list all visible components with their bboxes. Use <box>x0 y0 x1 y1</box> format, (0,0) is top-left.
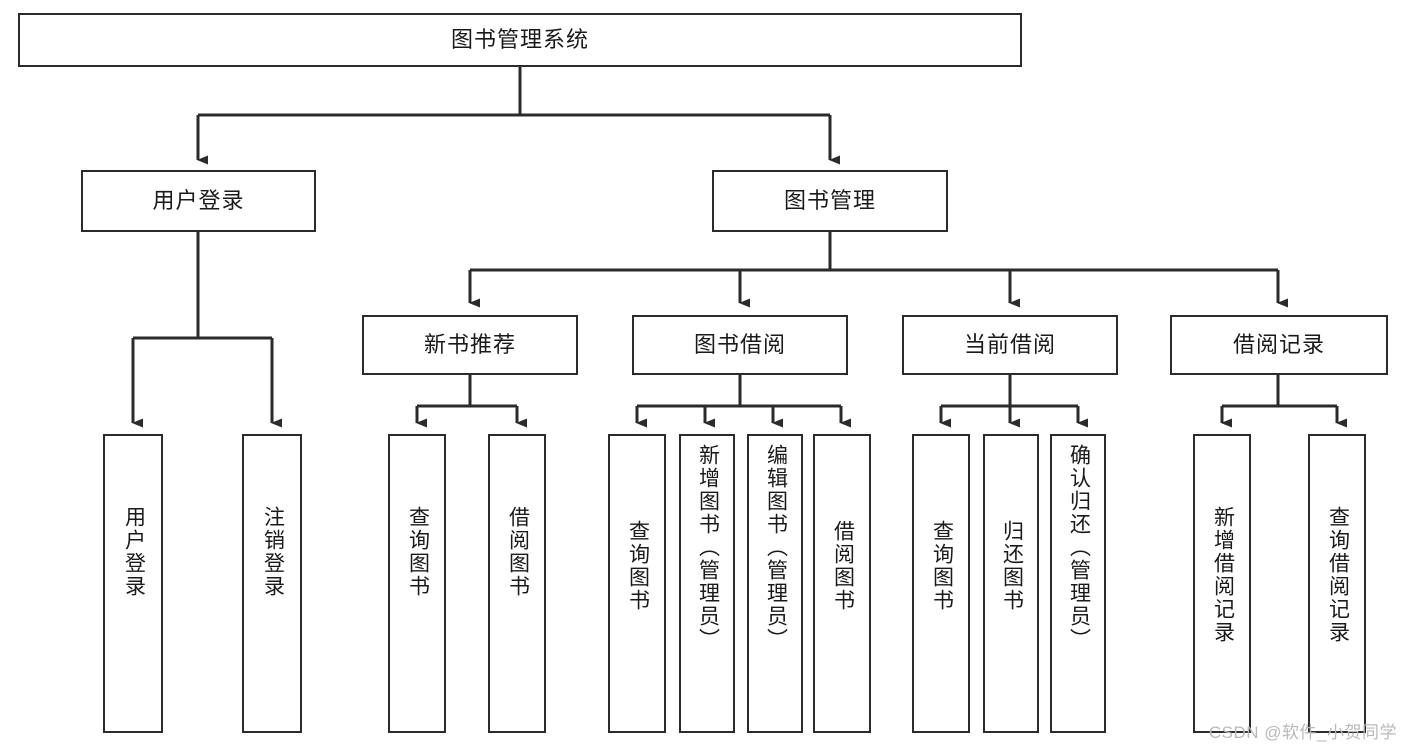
node-leaf-edit-book[interactable]: 编辑图书（管理员） <box>747 434 803 733</box>
node-root[interactable]: 图书管理系统 <box>18 13 1022 67</box>
node-leaf-add-book[interactable]: 新增图书（管理员） <box>679 434 735 733</box>
node-leaf-borrow-book-1-label: 借阅图书 <box>506 506 530 598</box>
node-leaf-query-record[interactable]: 查询借阅记录 <box>1308 434 1366 733</box>
node-leaf-logout-label: 注销登录 <box>261 506 285 598</box>
node-borrow-record[interactable]: 借阅记录 <box>1170 315 1388 375</box>
node-leaf-add-book-label: 新增图书（管理员） <box>696 444 720 651</box>
node-user-login-label: 用户登录 <box>152 187 245 213</box>
node-leaf-edit-book-label: 编辑图书（管理员） <box>764 444 788 651</box>
node-leaf-query-book-1-label: 查询图书 <box>406 506 430 598</box>
node-user-login[interactable]: 用户登录 <box>81 170 316 232</box>
node-leaf-query-book-3[interactable]: 查询图书 <box>912 434 970 733</box>
node-book-borrow[interactable]: 图书借阅 <box>632 315 848 375</box>
node-new-book-recommend-label: 新书推荐 <box>423 331 516 357</box>
node-leaf-borrow-book-2[interactable]: 借阅图书 <box>813 434 871 733</box>
node-new-book-recommend[interactable]: 新书推荐 <box>362 315 578 375</box>
node-leaf-add-record-label: 新增借阅记录 <box>1211 506 1235 644</box>
node-borrow-record-label: 借阅记录 <box>1232 331 1325 357</box>
node-leaf-add-record[interactable]: 新增借阅记录 <box>1193 434 1251 733</box>
node-leaf-borrow-book-1[interactable]: 借阅图书 <box>488 434 546 733</box>
node-leaf-query-book-1[interactable]: 查询图书 <box>388 434 446 733</box>
node-current-borrow-label: 当前借阅 <box>963 331 1056 357</box>
node-leaf-borrow-book-2-label: 借阅图书 <box>831 520 855 612</box>
node-leaf-query-record-label: 查询借阅记录 <box>1326 506 1350 644</box>
node-current-borrow[interactable]: 当前借阅 <box>902 315 1118 375</box>
node-leaf-query-book-2-label: 查询图书 <box>626 520 650 612</box>
node-leaf-confirm-return[interactable]: 确认归还（管理员） <box>1050 434 1106 733</box>
node-leaf-return-book-label: 归还图书 <box>1000 520 1024 612</box>
node-leaf-user-login-label: 用户登录 <box>122 506 146 598</box>
node-leaf-confirm-return-label: 确认归还（管理员） <box>1067 444 1091 651</box>
node-leaf-query-book-2[interactable]: 查询图书 <box>608 434 666 733</box>
node-root-label: 图书管理系统 <box>450 26 589 52</box>
node-book-borrow-label: 图书借阅 <box>693 331 786 357</box>
node-leaf-user-login[interactable]: 用户登录 <box>103 434 163 733</box>
node-leaf-return-book[interactable]: 归还图书 <box>983 434 1039 733</box>
node-leaf-query-book-3-label: 查询图书 <box>930 520 954 612</box>
node-leaf-logout[interactable]: 注销登录 <box>242 434 302 733</box>
node-book-manage-label: 图书管理 <box>783 187 876 213</box>
node-book-manage[interactable]: 图书管理 <box>712 170 948 232</box>
